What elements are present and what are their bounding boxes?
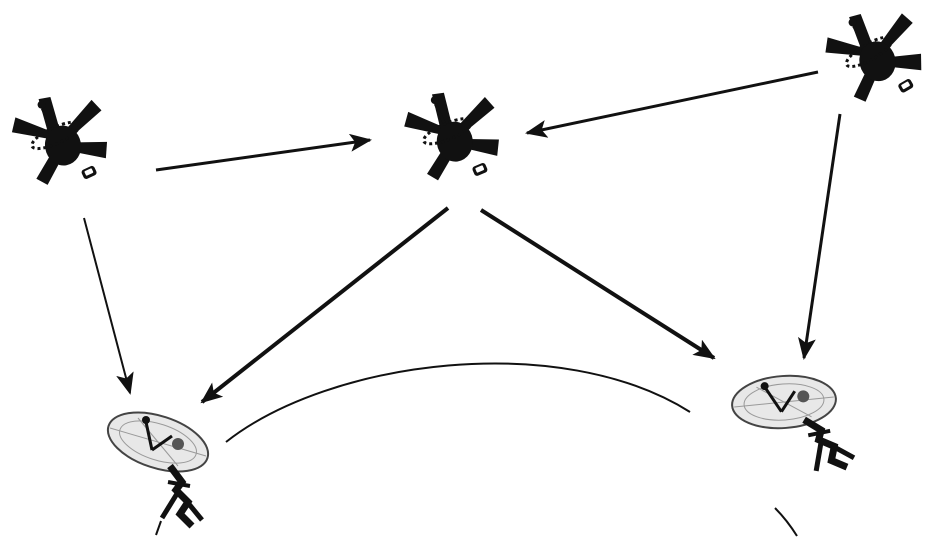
satellite-icon (818, 2, 929, 110)
satellite-right (818, 2, 929, 110)
link-right-to-center (527, 72, 818, 133)
satellite-dish-icon (101, 401, 216, 526)
ground-station-left (101, 401, 216, 526)
link-center-to-ground-left (202, 208, 448, 402)
satellite-icon (7, 89, 113, 191)
link-center-to-ground-right (481, 210, 714, 358)
satellite-left (7, 89, 113, 191)
earth-horizon-arc (226, 363, 690, 442)
link-left-to-ground-left (84, 218, 130, 393)
ground-station-right (715, 343, 868, 502)
link-left-to-center (156, 140, 370, 170)
satellite-dish-icon (715, 343, 868, 502)
link-right-to-ground-right (804, 114, 840, 358)
satellite-icon (400, 86, 503, 186)
earth-horizon-right-edge (775, 508, 797, 536)
satellite-center (400, 86, 503, 186)
earth-horizon-left-edge (156, 521, 161, 535)
